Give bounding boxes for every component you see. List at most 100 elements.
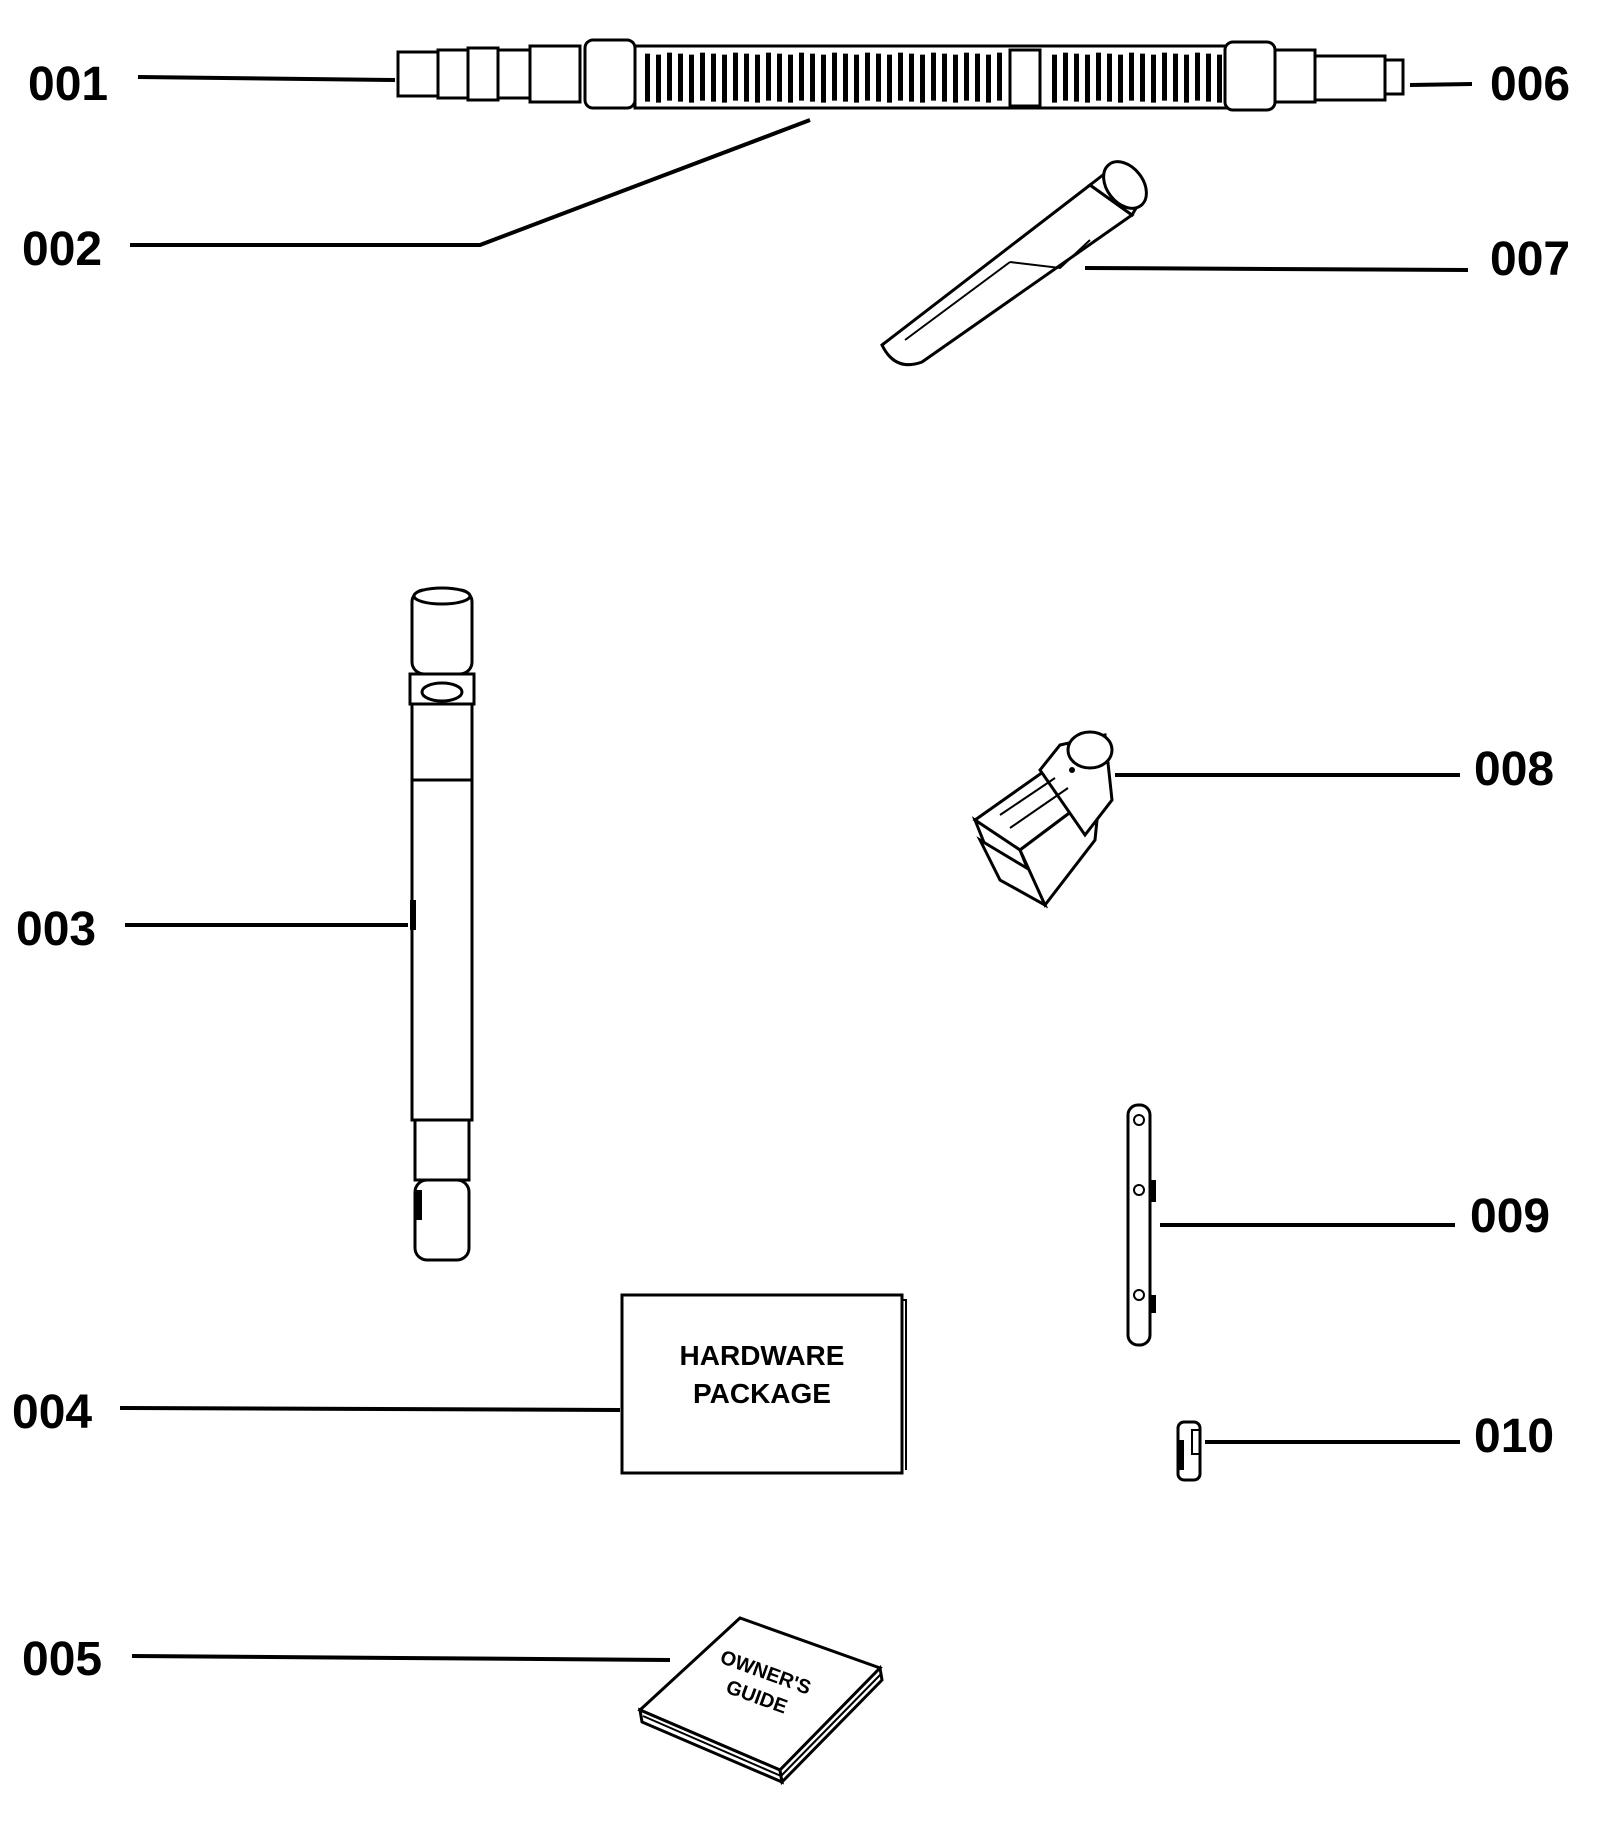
hardware-package-line2: PACKAGE xyxy=(693,1378,831,1409)
wand-tube xyxy=(410,778,474,1122)
hose-rib xyxy=(942,53,947,102)
hose-rib xyxy=(975,53,980,102)
hose-collar-left xyxy=(583,38,637,110)
label-002: 002 xyxy=(22,223,102,276)
hose-rib xyxy=(1173,53,1178,102)
hose-rib xyxy=(1195,52,1200,101)
hose-rib xyxy=(777,53,782,102)
hose-rib xyxy=(755,54,760,103)
leader-002 xyxy=(130,118,811,247)
hose-rib xyxy=(799,52,804,101)
leader-001 xyxy=(137,75,396,82)
hose-rib xyxy=(865,52,870,101)
small-clip-tab xyxy=(1191,1429,1201,1455)
label-005: 005 xyxy=(22,1633,102,1686)
hose-rib xyxy=(854,54,859,103)
hose-fitting-ring xyxy=(496,48,532,100)
leader-004 xyxy=(119,1406,621,1412)
hose-rib xyxy=(953,54,958,103)
wand-joint-opening xyxy=(420,681,464,703)
wand-bottom-end xyxy=(413,1178,471,1262)
bracket-tab xyxy=(1150,1295,1156,1313)
hardware-package-edge xyxy=(902,1299,907,1470)
brush-dot xyxy=(1069,767,1075,773)
hose-cuff-right xyxy=(1273,48,1317,104)
hose-rib xyxy=(821,54,826,103)
wand-collar xyxy=(410,702,474,782)
hose-rib xyxy=(1129,52,1134,101)
hardware-package: HARDWARE PACKAGE xyxy=(620,1293,907,1475)
crevice-tool-ridge xyxy=(1009,239,1091,270)
crevice-tool xyxy=(880,160,1148,367)
hose-rib xyxy=(722,54,727,103)
hose-rib xyxy=(843,53,848,102)
hose-rib xyxy=(1074,53,1079,102)
label-009: 009 xyxy=(1470,1190,1550,1243)
hose-rib xyxy=(689,54,694,103)
hose-rib xyxy=(920,54,925,103)
hose-rib xyxy=(832,52,837,101)
upholstery-brush xyxy=(971,730,1114,909)
hose-rib xyxy=(1151,54,1156,103)
hose-fitting-ring xyxy=(466,46,500,102)
hose-end-fitting-right xyxy=(1313,54,1387,102)
hose-rib xyxy=(700,52,705,101)
bracket-clip xyxy=(1126,1103,1156,1347)
hose-rib xyxy=(997,52,1002,101)
bracket-body xyxy=(1126,1103,1152,1347)
leader-006 xyxy=(1409,82,1473,87)
leader-lines xyxy=(119,75,1473,1662)
crevice-tool-slot xyxy=(904,261,1011,341)
wand-lower-collar xyxy=(413,1118,471,1182)
hose-corrugations xyxy=(645,52,1222,103)
wand-mark xyxy=(410,900,416,930)
hose-collar-right xyxy=(1223,40,1277,112)
leader-005 xyxy=(131,1654,671,1662)
hose-middle-band xyxy=(1008,48,1042,108)
hose-rib xyxy=(1052,54,1057,103)
extension-wand xyxy=(408,586,476,1262)
hardware-package-line1: HARDWARE xyxy=(680,1340,845,1371)
wand-top-opening xyxy=(412,586,472,606)
hose-rib xyxy=(986,54,991,103)
hose-rib xyxy=(678,53,683,102)
bracket-tab xyxy=(1150,1180,1156,1202)
guide-page-lines xyxy=(642,1673,882,1777)
label-003: 003 xyxy=(16,903,96,956)
crevice-tool-body xyxy=(880,183,1135,367)
hose-rib xyxy=(1140,53,1145,102)
hose-rib xyxy=(711,53,716,102)
hose-rib xyxy=(733,52,738,101)
owners-guide: OWNER'S GUIDE xyxy=(637,1616,884,1786)
hose-rib xyxy=(909,53,914,102)
hose-rib xyxy=(1217,54,1222,103)
leader-007 xyxy=(1084,266,1469,272)
hose-rib xyxy=(656,54,661,103)
hardware-package-box xyxy=(620,1293,904,1475)
hose-rib xyxy=(964,52,969,101)
bracket-hole xyxy=(1133,1184,1145,1196)
brush-detail-lines xyxy=(999,777,1069,829)
hose-rib xyxy=(887,54,892,103)
hose-rib xyxy=(788,54,793,103)
wand-latch xyxy=(416,1190,422,1220)
hose-rib xyxy=(667,52,672,101)
hose-rib xyxy=(1184,54,1189,103)
bracket-hole xyxy=(1133,1289,1145,1301)
label-008: 008 xyxy=(1474,743,1554,796)
bracket-hole xyxy=(1133,1114,1145,1126)
hose-rib xyxy=(766,52,771,101)
label-001: 001 xyxy=(28,58,108,111)
small-clip xyxy=(1176,1420,1202,1482)
brush-inlet xyxy=(1066,730,1114,770)
hose-rib xyxy=(810,53,815,102)
hose-rib xyxy=(1063,52,1068,101)
hose-rib xyxy=(898,52,903,101)
hose-end-cap-right xyxy=(1383,58,1405,96)
label-006: 006 xyxy=(1490,58,1570,111)
crevice-tool-opening xyxy=(1102,160,1148,210)
callout-labels: 001 002 003 004 005 006 007 008 009 010 xyxy=(12,58,1570,1686)
hose-rib xyxy=(744,53,749,102)
hose-assembly xyxy=(396,38,1405,112)
